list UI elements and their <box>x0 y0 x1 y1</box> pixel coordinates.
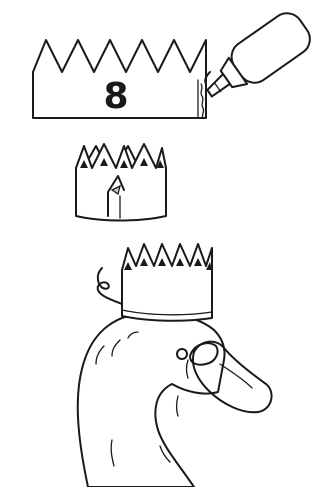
crown-number: 8 <box>103 76 128 117</box>
glue-bottle-icon <box>196 7 316 110</box>
swan-head-with-crown <box>78 244 272 487</box>
rolled-crown <box>76 144 166 221</box>
flat-crown-strip: 8 <box>33 40 206 118</box>
